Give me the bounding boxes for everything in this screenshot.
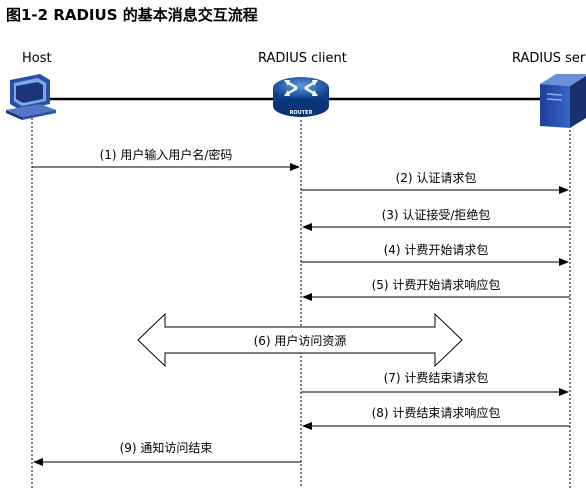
message-2: (2) 认证请求包 [301, 171, 569, 194]
message-4-label: (4) 计费开始请求包 [384, 243, 489, 257]
message-6: (6) 用户访问资源 [137, 312, 463, 368]
message-8-label: (8) 计费结束请求响应包 [372, 405, 501, 420]
host-computer-icon [6, 74, 56, 120]
bidirectional-block-arrow [137, 312, 463, 368]
router-badge: ROUTER [290, 110, 313, 116]
radius-client-label: RADIUS client [258, 51, 347, 66]
server-icon [540, 74, 586, 128]
host-label: Host [22, 51, 52, 66]
message-7: (7) 计费结束请求包 [301, 371, 569, 396]
figure-title: 图1-2 RADIUS 的基本消息交互流程 [6, 6, 258, 24]
message-7-label: (7) 计费结束请求包 [384, 371, 489, 385]
message-2-label: (2) 认证请求包 [396, 171, 477, 185]
radius-server-label: RADIUS serv [512, 51, 586, 66]
router-icon: ROUTER [273, 77, 329, 117]
message-5: (5) 计费开始请求响应包 [302, 277, 570, 301]
message-9-label: (9) 通知访问结束 [120, 441, 213, 455]
message-5-label: (5) 计费开始请求响应包 [372, 277, 501, 292]
message-3-label: (3) 认证接受/拒绝包 [382, 207, 491, 222]
message-8: (8) 计费结束请求响应包 [302, 405, 570, 430]
message-9: (9) 通知访问结束 [33, 441, 301, 466]
message-1: (1) 用户输入用户名/密码 [32, 147, 300, 171]
message-6-label: (6) 用户访问资源 [254, 333, 347, 348]
message-4: (4) 计费开始请求包 [301, 243, 569, 266]
message-1-label: (1) 用户输入用户名/密码 [100, 147, 233, 162]
message-3: (3) 认证接受/拒绝包 [302, 207, 570, 231]
